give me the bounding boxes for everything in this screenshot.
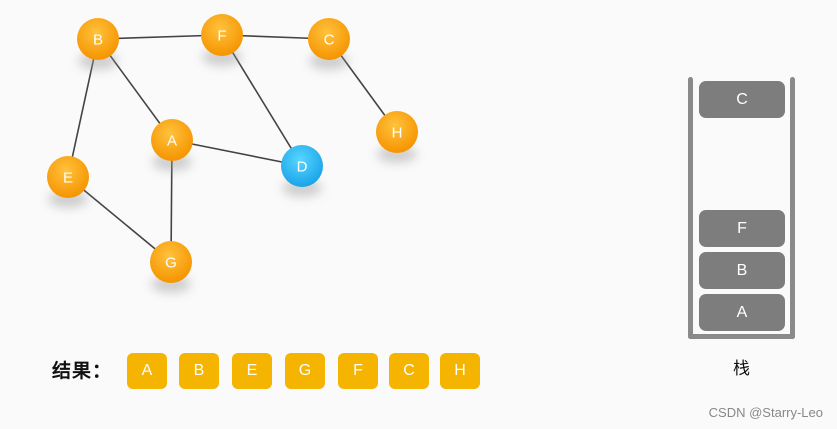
node-B-label: B: [93, 32, 103, 49]
node-F-circle: [201, 14, 243, 56]
result-item: B: [179, 353, 219, 389]
edge-E-G: [67, 176, 172, 263]
stack-item-top: C: [699, 81, 785, 118]
node-D-circle: [281, 145, 323, 187]
node-H-label: H: [392, 125, 403, 142]
node-B-circle: [77, 18, 119, 60]
node-C-label: C: [324, 32, 335, 49]
node-A-circle: [151, 119, 193, 161]
node-F: F: [201, 14, 243, 56]
node-A-label: A: [167, 133, 177, 150]
result-item: C: [389, 353, 429, 389]
node-A: A: [151, 119, 193, 161]
stack-caption: 栈: [733, 359, 750, 379]
node-D: D: [281, 145, 323, 187]
node-G-label: G: [165, 255, 177, 272]
node-E: E: [47, 156, 89, 198]
stack-item: A: [699, 294, 785, 331]
result-item: A: [127, 353, 167, 389]
result-item: H: [440, 353, 480, 389]
result-item: G: [285, 353, 325, 389]
stack-item: B: [699, 252, 785, 289]
node-E-label: E: [63, 170, 73, 187]
result-item: E: [232, 353, 272, 389]
node-E-circle: [47, 156, 89, 198]
node-G: G: [150, 241, 192, 283]
edge-A-D: [171, 139, 303, 167]
watermark: CSDN @Starry-Leo: [708, 405, 823, 420]
result-item: F: [338, 353, 378, 389]
node-F-label: F: [217, 28, 226, 45]
node-B: B: [77, 18, 119, 60]
node-H: H: [376, 111, 418, 153]
stack-bottom: [688, 334, 795, 339]
node-G-circle: [150, 241, 192, 283]
stack-right-wall: [790, 77, 795, 339]
stack-left-wall: [688, 77, 693, 339]
node-H-circle: [376, 111, 418, 153]
node-D-label: D: [297, 159, 308, 176]
graph-diagram: B F C A E G H D: [47, 14, 418, 293]
stack-item: F: [699, 210, 785, 247]
result-label: 结果：: [52, 360, 113, 382]
node-C-circle: [308, 18, 350, 60]
node-C: C: [308, 18, 350, 60]
